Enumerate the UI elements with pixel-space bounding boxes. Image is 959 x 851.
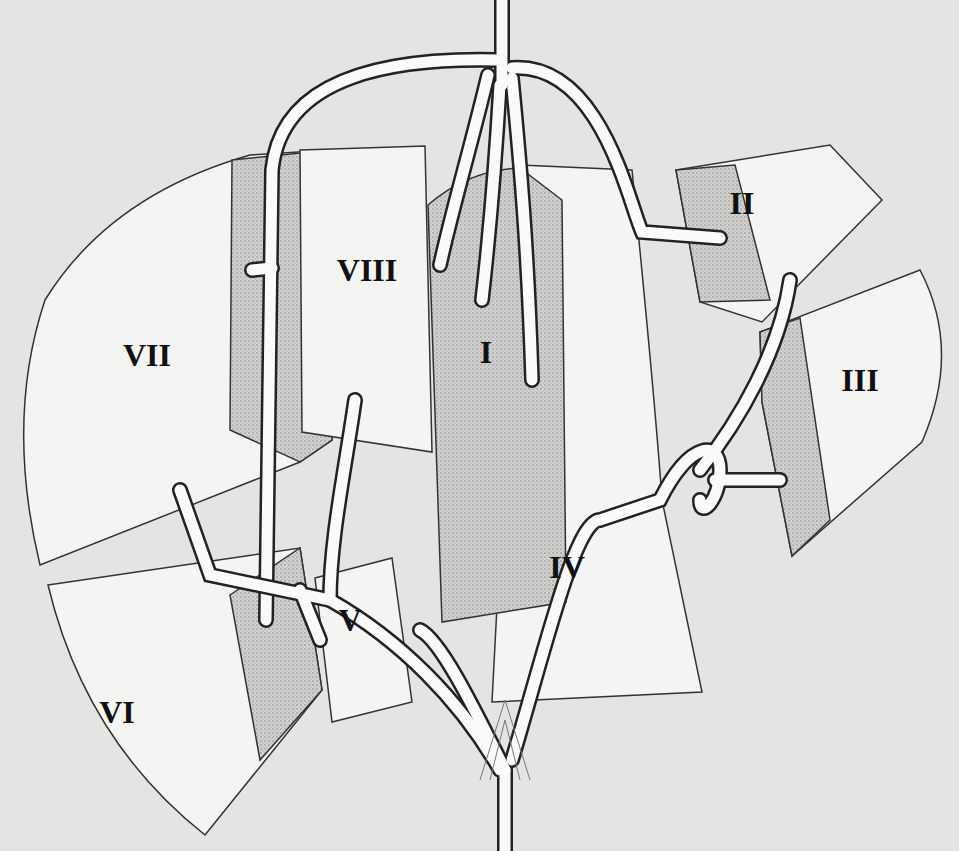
- segment-number: I: [477, 335, 495, 369]
- hepatic-veins: [252, 0, 720, 620]
- segment-viii: [300, 146, 432, 452]
- segment-number: V: [335, 603, 364, 637]
- segment-number: III: [838, 363, 881, 397]
- segment-number: VII: [120, 338, 174, 372]
- segment-number: VIII: [334, 253, 400, 287]
- segment-number: IV: [546, 550, 588, 584]
- duct-lines: [480, 700, 530, 780]
- segment-number: II: [727, 186, 758, 220]
- portal-vein: [180, 280, 790, 851]
- segment-number: VI: [96, 695, 138, 729]
